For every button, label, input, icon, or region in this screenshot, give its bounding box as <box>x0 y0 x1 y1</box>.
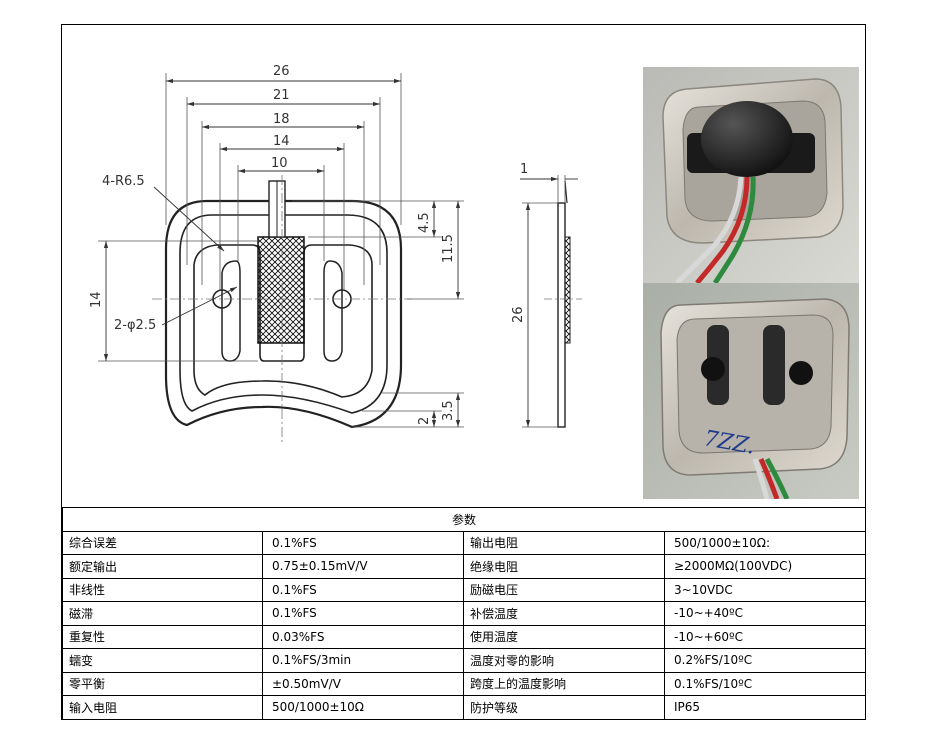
dim-corner-radius: 4-R6.5 <box>102 174 145 189</box>
spec-label: 输入电阻 <box>62 695 263 720</box>
cell-inner-outline <box>179 214 388 414</box>
spec-label: 重复性 <box>62 624 263 649</box>
dim-thickness: 1 <box>520 162 528 177</box>
dim-4-5: 4.5 <box>417 212 432 233</box>
dim-21: 21 <box>273 88 290 103</box>
spec-value: -10~+60ºC <box>663 624 867 649</box>
dim-hole: 2-φ2.5 <box>114 318 156 333</box>
spec-label: 额定输出 <box>62 554 263 579</box>
spec-label: 输出电阻 <box>463 530 665 555</box>
spec-value: 0.1%FS <box>262 530 464 555</box>
spec-value: 500/1000±10Ω <box>262 695 464 720</box>
cell-slot <box>193 244 373 398</box>
dim-side-26: 26 <box>511 306 526 323</box>
cell-outline <box>164 199 403 429</box>
spec-label: 非线性 <box>62 577 263 602</box>
spec-value: 0.1%FS/10ºC <box>663 671 867 696</box>
spec-label: 绝缘电阻 <box>463 554 665 579</box>
document-frame: 26 21 18 14 10 4-R6.5 2-φ2.5 14 4.5 <box>61 24 867 720</box>
spec-label: 磁滞 <box>62 601 263 626</box>
spec-header-row: 参数 <box>61 507 867 532</box>
cell-tongue-right <box>323 260 343 362</box>
spec-value: 3~10VDC <box>663 577 867 602</box>
spec-label: 零平衡 <box>62 671 263 696</box>
dim-10: 10 <box>271 156 288 171</box>
dim-3-5: 3.5 <box>441 400 456 421</box>
spec-label: 使用温度 <box>463 624 665 649</box>
dim-14: 14 <box>273 134 290 149</box>
cell-tongue-left <box>221 260 241 362</box>
spec-value: ±0.50mV/V <box>262 671 464 696</box>
spec-value: ≥2000MΩ(100VDC) <box>663 554 867 579</box>
spec-label: 跨度上的温度影响 <box>463 671 665 696</box>
photo-top-cell <box>643 67 859 285</box>
product-photos: 7ZZ. <box>643 67 859 499</box>
spec-value: 0.1%FS <box>262 577 464 602</box>
dim-18: 18 <box>273 112 290 127</box>
photo-bottom-cell: 7ZZ. <box>643 283 859 499</box>
dim-26: 26 <box>273 64 290 79</box>
spec-value: IP65 <box>663 695 867 720</box>
spec-label: 防护等级 <box>463 695 665 720</box>
spec-label: 补偿温度 <box>463 601 665 626</box>
spec-value: -10~+40ºC <box>663 601 867 626</box>
spec-value: 0.03%FS <box>262 624 464 649</box>
spec-value: 0.75±0.15mV/V <box>262 554 464 579</box>
dim-height-14: 14 <box>89 291 104 308</box>
spec-value: 0.1%FS <box>262 601 464 626</box>
dim-2: 2 <box>417 417 432 425</box>
spec-value: 0.2%FS/10ºC <box>663 648 867 673</box>
spec-value: 500/1000±10Ω: <box>663 530 867 555</box>
technical-drawing: 26 21 18 14 10 4-R6.5 2-φ2.5 14 4.5 <box>89 64 582 445</box>
strain-gauge <box>257 236 305 344</box>
spec-label: 励磁电压 <box>463 577 665 602</box>
spec-value: 0.1%FS/3min <box>262 648 464 673</box>
spec-title: 参数 <box>61 507 867 532</box>
dim-11-5: 11.5 <box>441 234 456 263</box>
spec-label: 温度对零的影响 <box>463 648 665 673</box>
spec-label: 综合误差 <box>62 530 263 555</box>
side-view-plate <box>557 202 566 428</box>
spec-label: 蠕变 <box>62 648 263 673</box>
side-view-gauge <box>564 236 571 344</box>
